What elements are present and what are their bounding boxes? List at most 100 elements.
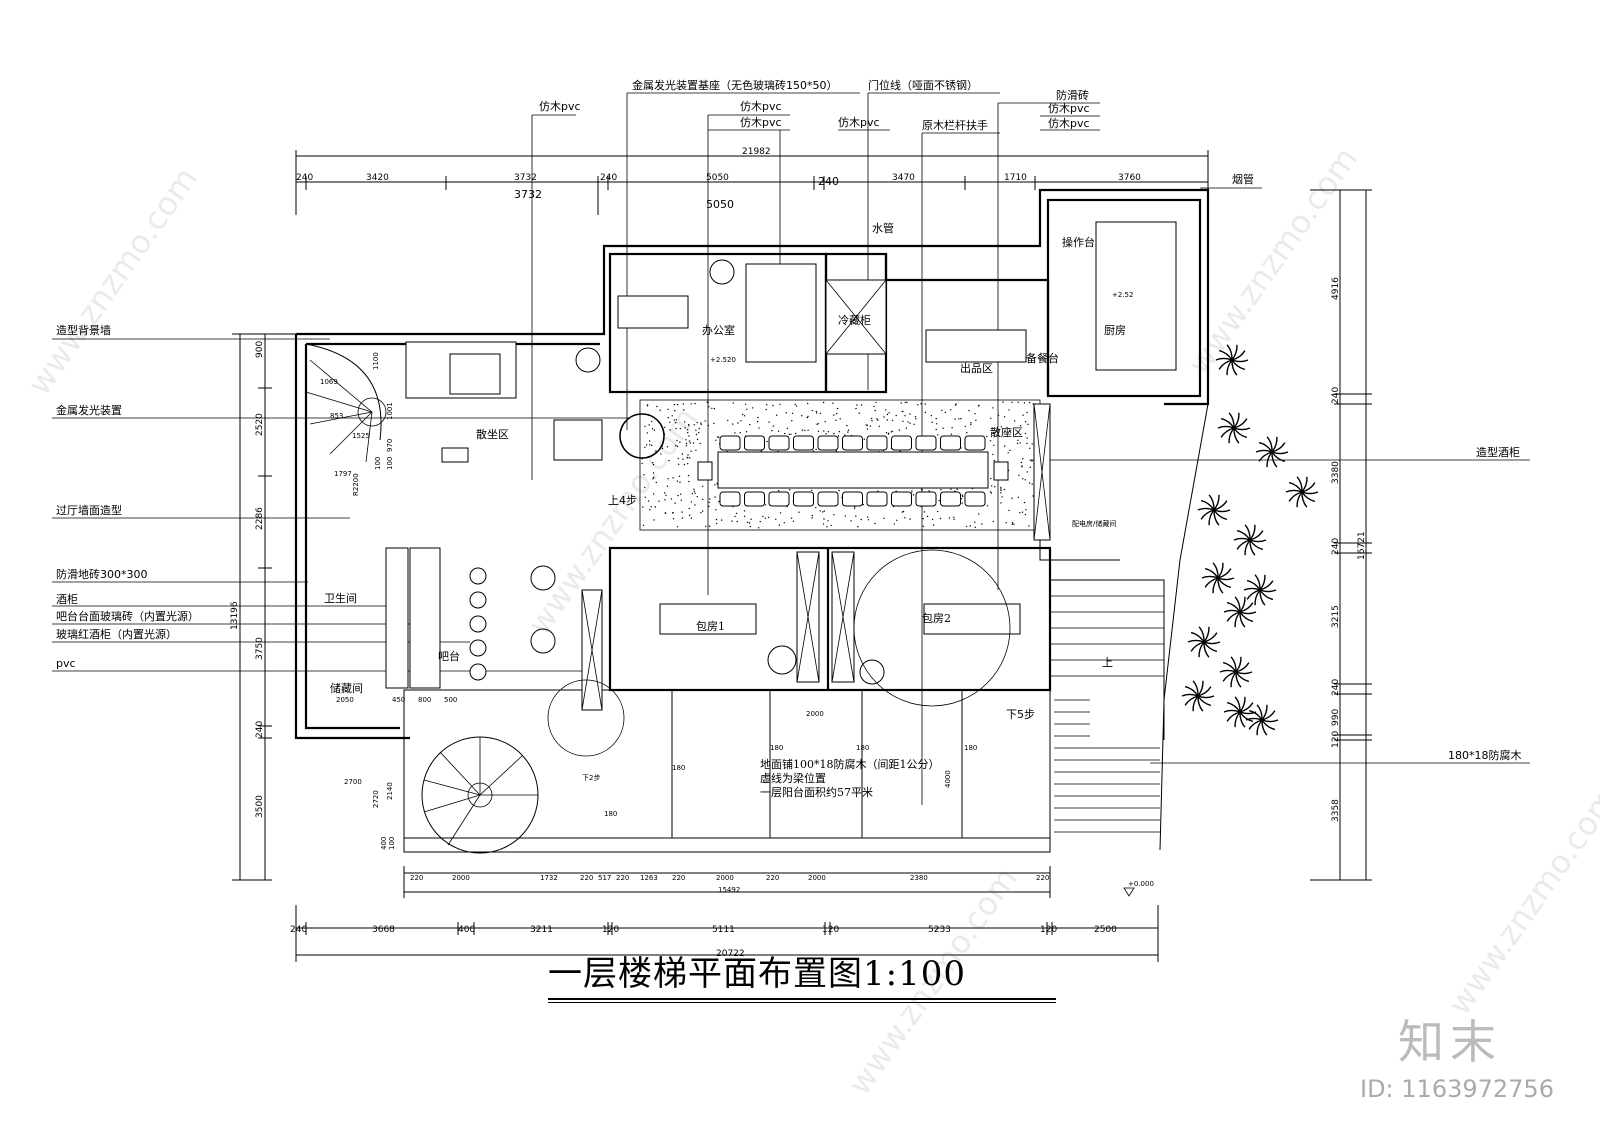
floor-speckle [874,409,876,412]
floor-speckle [651,420,653,423]
dim-inner: 100 [386,457,394,470]
floor-speckle [1011,521,1014,524]
floor-speckle [874,522,876,525]
floor-speckle [830,524,832,527]
floor-speckle [678,463,680,465]
floor-speckle [792,520,795,522]
plant-leaf [1197,507,1215,511]
floor-speckle [745,403,747,406]
floor-speckle [684,427,686,429]
floor-speckle [790,517,793,519]
floor-speckle [750,518,752,520]
dim-bottom: 1263 [640,874,658,882]
floor-speckle [970,422,972,424]
floor-speckle [701,485,704,487]
left-callouts: 造型背景墙 金属发光装置 过厅墙面造型 防滑地砖300*300 酒柜 吧台台面玻… [52,323,630,672]
plant-leaf [1197,686,1212,697]
callout-text: 原木栏杆扶手 [922,118,988,132]
floor-speckle [695,429,697,431]
dim-deck: 2000 [806,710,824,718]
plant-leaf [1271,436,1278,453]
floor-speckle [1003,488,1006,491]
plant-leaf [1249,524,1256,541]
floor-speckle [996,434,998,436]
floor-speckle [871,420,873,422]
long-dining-table [697,435,1009,507]
image-id: ID: 1163972756 [1360,1075,1554,1103]
floor-speckle [961,494,964,496]
floor-speckle [986,505,989,507]
plant-leaf [1230,671,1237,688]
floor-speckle [739,432,741,434]
dim-right: 3380 [1331,461,1341,484]
floor-speckle [961,502,963,504]
floor-speckle [652,472,655,474]
floor-speckle [1022,458,1024,460]
floor-speckle [727,419,729,422]
plant-leaf [1261,719,1268,736]
floor-speckle [811,409,813,412]
floor-speckle [653,429,656,431]
floor-speckle [652,478,654,480]
floor-speckle [970,423,972,426]
plant-leaf [1198,641,1205,658]
plant-leaf [1248,709,1263,721]
floor-speckle [714,484,716,486]
floor-speckle [690,450,692,452]
floor-speckle [676,445,679,448]
plant-leaf [1244,539,1251,556]
floor-speckle [687,432,689,434]
landscape-plants [1181,344,1319,736]
floor-speckle [990,492,993,494]
floor-speckle [920,403,922,405]
floor-speckle [860,404,863,406]
plant-leaf [1233,537,1251,541]
plant-leaf [1271,442,1286,453]
plant-leaf [1219,669,1237,673]
floor-speckle [955,403,957,405]
floor-speckle [825,433,827,435]
floor-speckle [1022,414,1024,416]
floor-speckle [784,432,786,435]
dim-top: 3760 [1118,173,1141,183]
floor-speckle [853,507,856,509]
floor-speckle [1029,447,1031,449]
floor-speckle [643,474,645,476]
floor-speckle [1028,525,1030,527]
round-tables [469,259,1011,757]
floor-speckle [694,504,696,506]
floor-speckle [1004,445,1006,447]
floor-speckle [909,422,911,424]
floor-speckle [923,511,926,513]
plant-leaf [1223,709,1241,713]
dim-right: 120 [1331,731,1341,748]
spiral-stair-top [305,343,387,463]
plant-leaf [1226,359,1233,376]
floor-speckle [964,425,966,428]
furniture [385,221,1177,711]
floor-speckle [746,408,748,410]
floor-speckle [822,401,825,404]
floor-speckle [695,449,697,451]
floor-speckle [965,525,968,528]
chair [866,435,888,451]
plant-leaf [1235,662,1250,673]
callout-text: 180*18防腐木 [1448,748,1522,762]
floor-speckle [990,417,992,419]
floor-speckle [953,516,955,518]
dim-bottom: 5233 [928,925,951,935]
floor-speckle [994,486,996,488]
floor-speckle [873,405,875,408]
floor-speckle [704,420,706,422]
plant-leaf [1212,577,1219,594]
label-down-2: 下2步 [582,774,600,782]
floor-speckle [847,429,850,431]
plant-leaf [1231,359,1238,376]
plant-leaf [1258,441,1273,453]
floor-speckle [661,447,664,450]
callout-text: 仿木pvc [838,116,880,129]
floor-speckle [824,421,826,423]
callout-text: 仿木pvc [539,100,581,113]
floor-speckle [865,424,867,426]
room-office: 办公室 [702,323,735,337]
